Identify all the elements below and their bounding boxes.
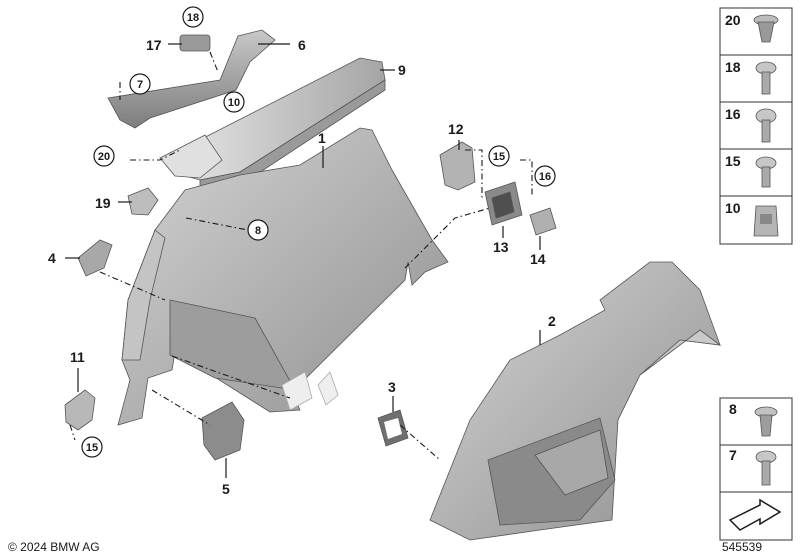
push-rivet-icon	[754, 406, 778, 437]
part-14-cap	[529, 207, 557, 236]
copyright-text: © 2024 BMW AG	[8, 540, 100, 554]
arrow-icon	[728, 498, 782, 531]
part-6-bracket	[107, 29, 276, 129]
panel-label-10: 10	[725, 200, 741, 216]
part-13-socket	[484, 181, 523, 226]
callout-2: 2	[548, 313, 556, 329]
callout-10: 10	[228, 97, 240, 109]
leader-lines	[65, 43, 541, 478]
screw-icon	[755, 450, 777, 486]
callout-9: 9	[398, 62, 406, 78]
callout-18: 18	[187, 12, 199, 24]
part-5-panel	[201, 401, 245, 461]
part-2-right-side-trim	[429, 261, 722, 541]
callout-3: 3	[388, 379, 396, 395]
part-1-left-side-trim	[117, 127, 449, 426]
panel-label-7: 7	[729, 447, 737, 463]
callout-20: 20	[98, 151, 110, 163]
callout-15-bottom: 15	[86, 442, 98, 454]
fastener-panel-top: 20 18 16 15 10	[719, 7, 793, 245]
part-12-bracket	[439, 141, 476, 191]
screw-icon	[755, 61, 777, 95]
part-9-trim-strip	[159, 57, 386, 191]
clip-outline	[281, 371, 339, 411]
panel-label-20: 20	[725, 12, 741, 28]
callout-17: 17	[146, 37, 162, 53]
callout-11: 11	[70, 349, 85, 365]
screw-icon	[755, 156, 777, 188]
part-3-frame	[377, 409, 409, 447]
callout-labels: 1 2 3 4 5 6 9 11 12 13 14 17 19	[48, 37, 556, 497]
panel-label-8: 8	[729, 401, 737, 417]
callout-12: 12	[448, 121, 464, 137]
screw-icon	[755, 108, 777, 143]
part-19-clip	[127, 187, 159, 216]
callout-15-top: 15	[493, 151, 505, 163]
part-11-bracket	[64, 389, 96, 431]
part-4-cover	[77, 239, 113, 277]
diagram-id: 545539	[721, 540, 762, 554]
callout-5: 5	[222, 481, 230, 497]
callout-16: 16	[539, 171, 551, 183]
callout-6: 6	[298, 37, 306, 53]
callout-14: 14	[530, 251, 546, 267]
fastener-panel-bottom: 8 7	[719, 397, 793, 541]
panel-label-18: 18	[725, 59, 741, 75]
callout-8: 8	[255, 225, 261, 237]
dash-connectors	[69, 51, 533, 461]
callout-7: 7	[137, 79, 143, 91]
circled-callouts: 18 7 10 20 8 15 16 15	[81, 6, 556, 458]
callout-1: 1	[318, 130, 326, 146]
callout-4: 4	[48, 250, 56, 266]
clip-nut-icon	[753, 205, 779, 237]
clip-icon	[753, 14, 779, 43]
panel-label-15: 15	[725, 153, 741, 169]
callout-13: 13	[493, 239, 509, 255]
panel-label-16: 16	[725, 106, 741, 122]
callout-19: 19	[95, 195, 111, 211]
